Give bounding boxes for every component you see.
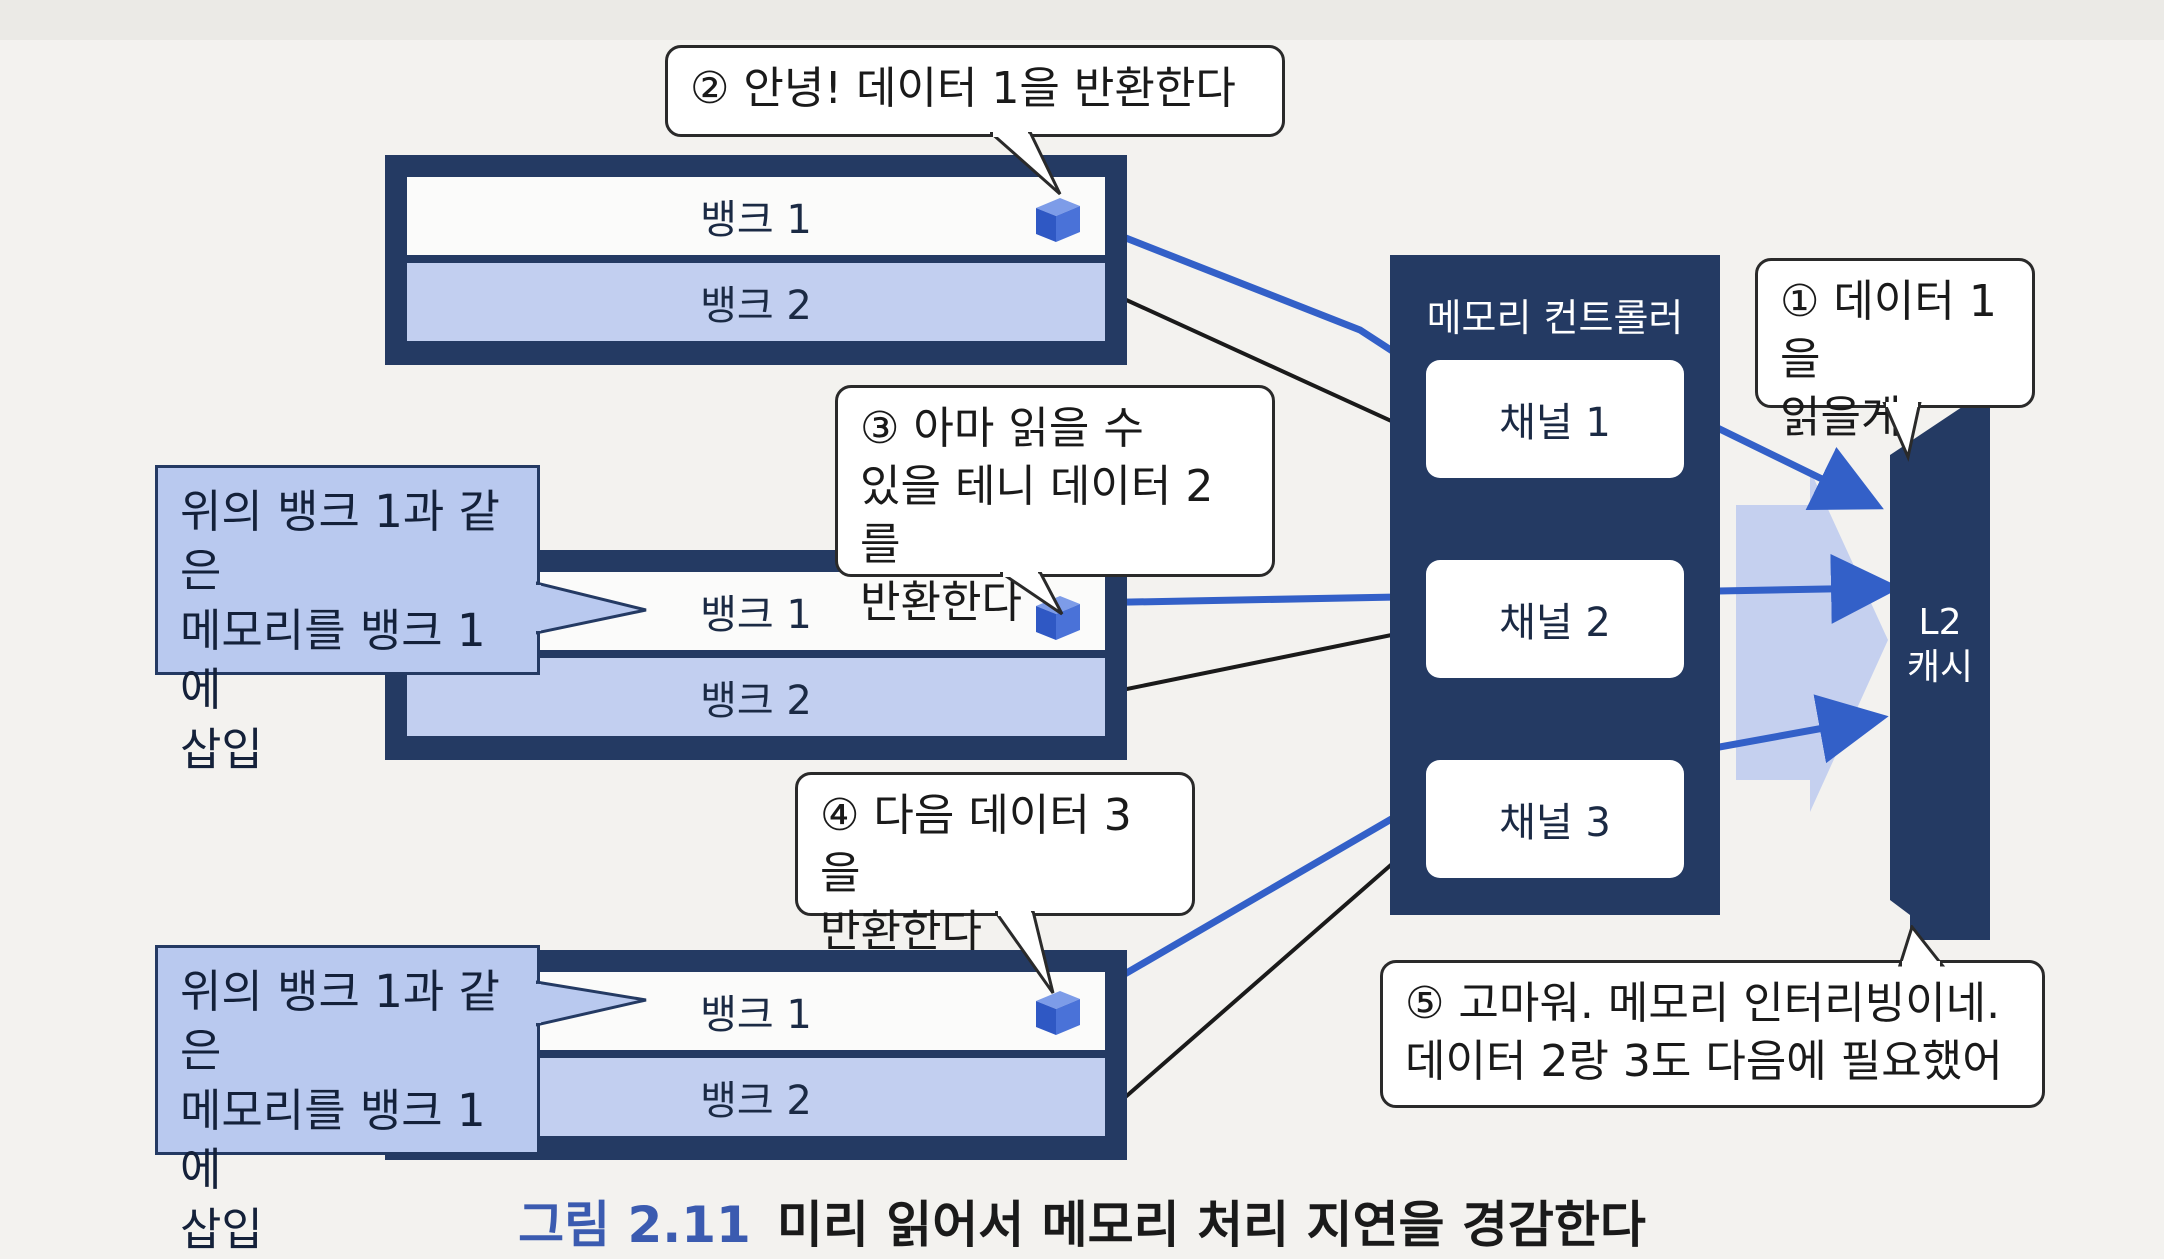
channel-3: 채널 3 — [1426, 760, 1684, 878]
module-2-bank-2: 뱅크 2 — [407, 658, 1105, 736]
module-1-bank-2: 뱅크 2 — [407, 263, 1105, 341]
memory-controller-title: 메모리 컨트롤러 — [1426, 296, 1684, 340]
l2-cache-block — [1890, 395, 1990, 940]
callout-step-2-tail — [990, 132, 1062, 196]
bus-line-3 — [1120, 848, 1410, 1102]
note-bank-insert-1-tail — [536, 581, 647, 635]
data-cube-icon — [1036, 198, 1080, 242]
memory-controller: 메모리 컨트롤러 채널 1 채널 2 채널 3 — [1390, 255, 1720, 915]
callout-step-3-tail — [1000, 572, 1064, 616]
channel-2: 채널 2 — [1426, 560, 1684, 678]
figure-number: 그림 2.11 — [518, 1196, 751, 1254]
callout-step-2: ② 안녕! 데이터 1을 반환한다 — [665, 45, 1285, 137]
bus-line-1 — [1121, 296, 1401, 427]
note-bank-insert-1: 위의 뱅크 1과 같은 메모리를 뱅크 1에 삽입 — [155, 465, 540, 776]
callout-step-4-tail — [995, 911, 1055, 994]
callout-step-1-tail — [1882, 402, 1922, 462]
note-bank-insert-2: 위의 뱅크 1과 같은 메모리를 뱅크 1에 삽입 — [155, 945, 540, 1256]
callout-step-5: ⑤ 고마워. 메모리 인터리빙이네. 데이터 2랑 3도 다음에 필요했어 — [1380, 960, 2045, 1108]
l2-cache-label: L2 캐시 — [1906, 602, 1974, 688]
callout-step-5-tail — [1897, 925, 1946, 967]
channel-1: 채널 1 — [1426, 360, 1684, 478]
module-1-bank-1: 뱅크 1 — [407, 177, 1105, 255]
note-bank-insert-2-tail — [536, 980, 647, 1027]
figure-caption: 그림 2.11 미리 읽어서 메모리 처리 지연을 경감한다 — [0, 1185, 2164, 1257]
callout-step-3: ③ 아마 읽을 수 있을 테니 데이터 2를 반환한다 — [835, 385, 1275, 628]
data-cube-icon — [1036, 991, 1080, 1035]
controller-to-cache-arrow — [1736, 470, 1888, 812]
callout-step-1: ① 데이터 1을 읽을게 — [1755, 258, 2035, 443]
page-top-strip — [0, 0, 2164, 40]
callout-step-4: ④ 다음 데이터 3을 반환한다 — [795, 772, 1195, 957]
figure-caption-text: 미리 읽어서 메모리 처리 지연을 경감한다 — [776, 1196, 1646, 1254]
memory-module-1: 뱅크 1 뱅크 2 — [385, 155, 1127, 365]
bus-line-2 — [1121, 628, 1417, 692]
